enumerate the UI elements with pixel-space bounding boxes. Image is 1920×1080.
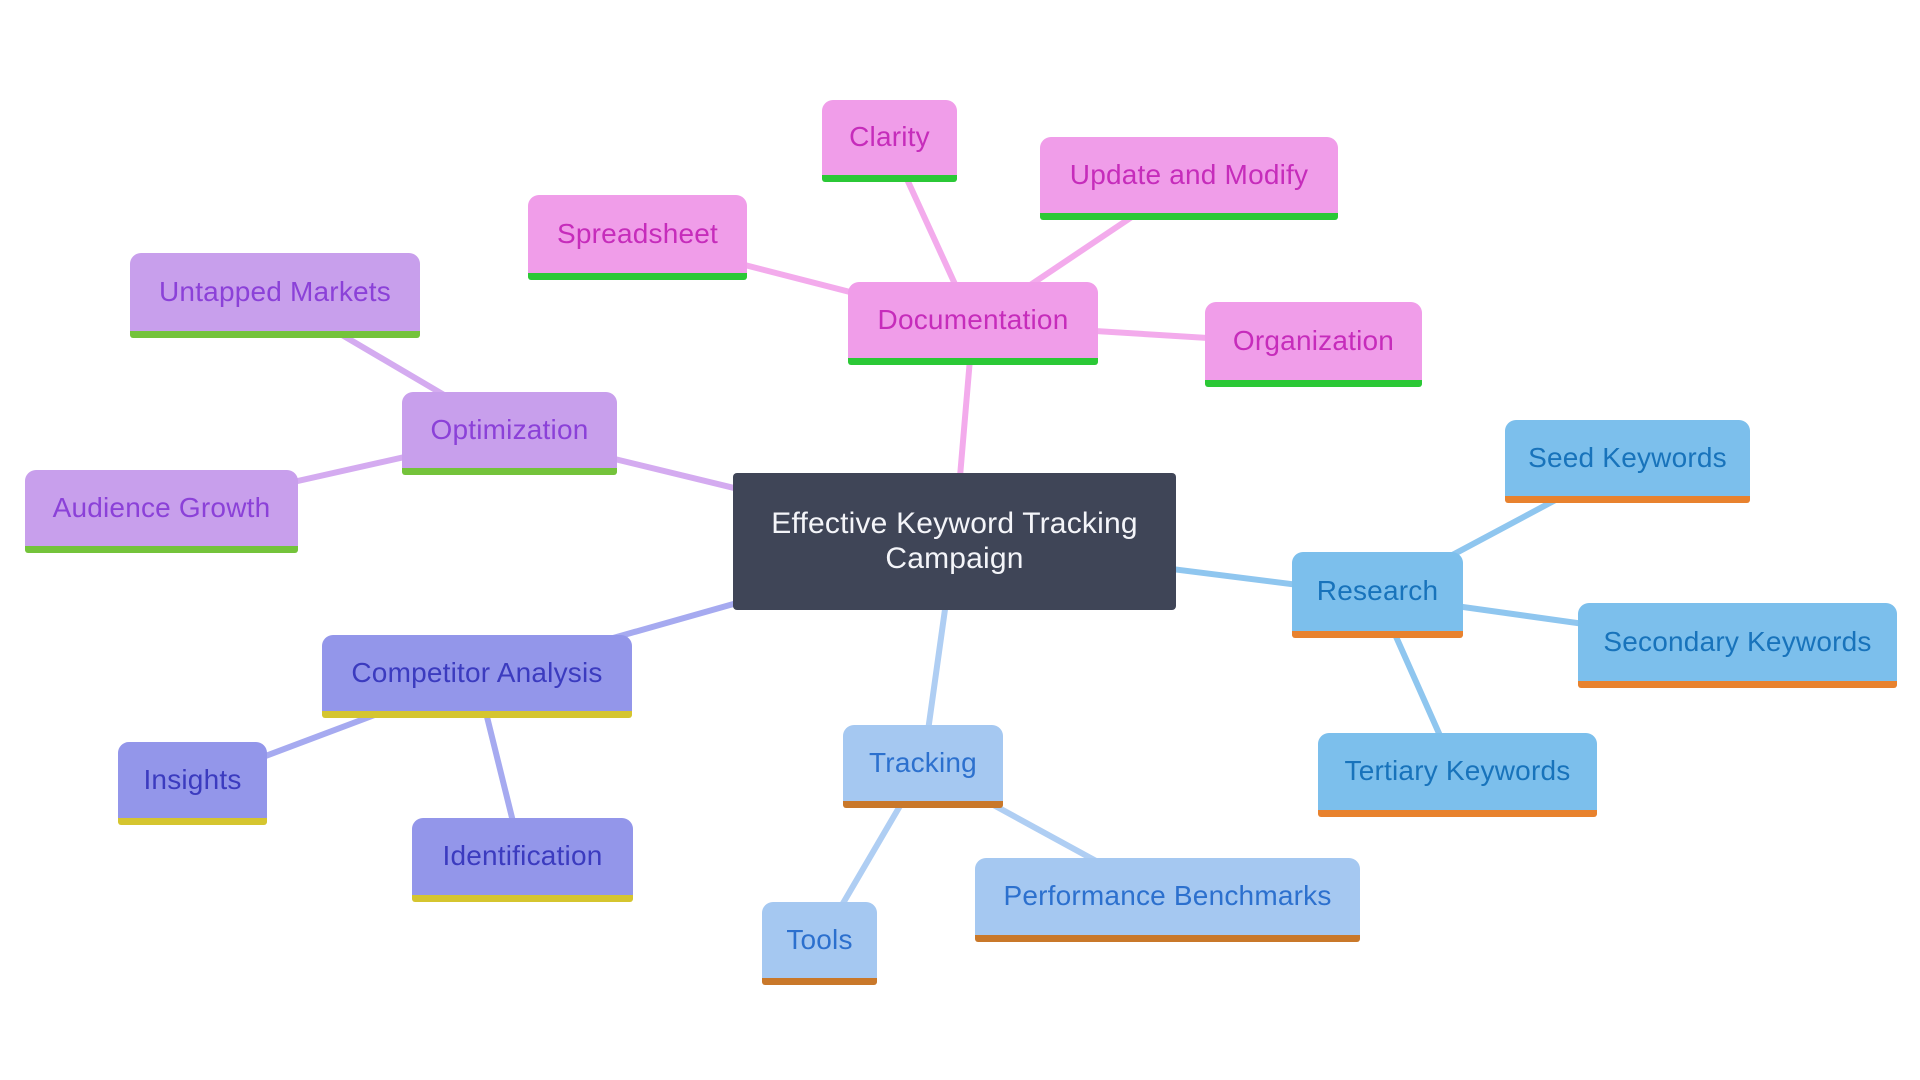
node-documentation[interactable]: Documentation	[848, 282, 1098, 365]
node-tertiary[interactable]: Tertiary Keywords	[1318, 733, 1597, 817]
node-spreadsheet[interactable]: Spreadsheet	[528, 195, 747, 280]
node-label: Audience Growth	[52, 491, 271, 523]
node-identification[interactable]: Identification	[412, 818, 633, 902]
node-label: Tertiary Keywords	[1344, 755, 1571, 787]
node-label: Optimization	[430, 413, 589, 445]
node-research[interactable]: Research	[1292, 552, 1463, 638]
node-label: Insights	[143, 763, 242, 795]
node-insights[interactable]: Insights	[118, 742, 267, 825]
node-performance[interactable]: Performance Benchmarks	[975, 858, 1360, 942]
node-optimization[interactable]: Optimization	[402, 392, 617, 475]
node-label: Seed Keywords	[1528, 441, 1727, 473]
node-seed[interactable]: Seed Keywords	[1505, 420, 1750, 503]
node-tracking[interactable]: Tracking	[843, 725, 1003, 808]
node-label: Performance Benchmarks	[1003, 880, 1332, 912]
node-label: Secondary Keywords	[1603, 625, 1872, 657]
node-label: Clarity	[849, 121, 930, 153]
node-label: Tools	[786, 923, 853, 955]
node-label: Competitor Analysis	[351, 656, 603, 688]
node-competitor[interactable]: Competitor Analysis	[322, 635, 632, 718]
node-label: Untapped Markets	[159, 275, 391, 307]
node-update-modify[interactable]: Update and Modify	[1040, 137, 1338, 220]
node-label: Organization	[1232, 324, 1395, 356]
node-organization[interactable]: Organization	[1205, 302, 1422, 387]
node-label: Tracking	[869, 746, 977, 778]
node-clarity[interactable]: Clarity	[822, 100, 957, 182]
node-label: Documentation	[877, 303, 1069, 335]
node-label: Spreadsheet	[557, 217, 718, 249]
node-audience[interactable]: Audience Growth	[25, 470, 298, 553]
node-untapped[interactable]: Untapped Markets	[130, 253, 420, 338]
node-tools[interactable]: Tools	[762, 902, 877, 985]
node-label: Research	[1316, 575, 1439, 607]
node-secondary[interactable]: Secondary Keywords	[1578, 603, 1897, 688]
node-central[interactable]: Effective Keyword Tracking Campaign	[733, 473, 1176, 610]
node-label: Effective Keyword Tracking Campaign	[771, 507, 1138, 575]
node-label: Identification	[442, 840, 603, 872]
node-label: Update and Modify	[1069, 158, 1309, 190]
